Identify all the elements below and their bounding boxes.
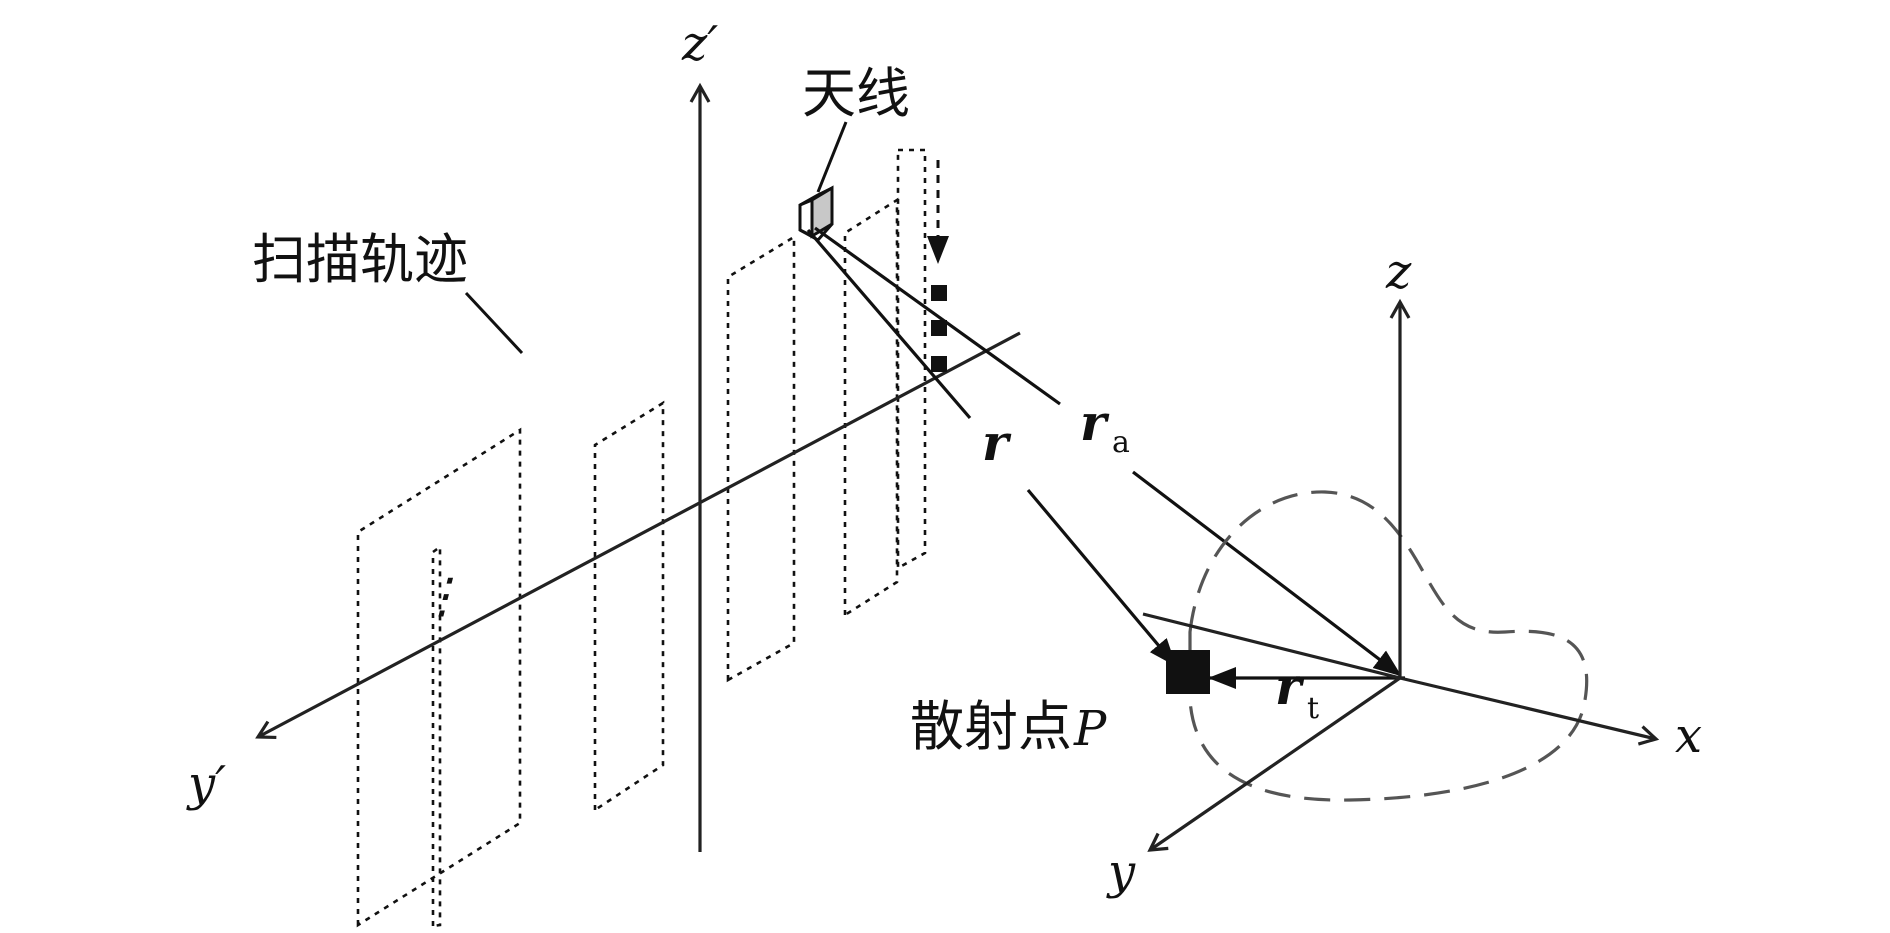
antenna-icon [798,185,834,242]
scan-track-panel-1 [356,427,522,928]
vector-ra-upper [814,226,1061,406]
vector-r-upper [806,228,972,420]
vector-rt-label: r [1275,657,1305,716]
scatter-point-label: 散射点 [910,695,1072,758]
scan-dot-2 [931,320,947,336]
z-prime-axis-label: z′ [681,16,718,72]
antenna-label: 天线 [802,62,910,125]
x-axis-label: x [1675,708,1702,764]
z-axis-label: z [1385,244,1412,300]
target-axes [1142,298,1660,852]
scan-track-label-leader [464,291,524,355]
y-axis-label: y [1106,844,1136,900]
vertical-ellipsis: ⋮ [418,568,466,624]
scan-track-panel-4 [843,197,899,618]
y-axis [1147,676,1401,852]
scan-track-panel-5 [431,544,442,928]
scan-track-panel-6 [896,148,927,571]
primed-axes [255,82,1021,852]
scan-trajectory [356,148,927,928]
target-object-outline [1188,490,1589,802]
scan-track-panel-2 [593,400,665,813]
vector-ra-label: r [1080,393,1110,452]
scan-track-label: 扫描轨迹 [252,228,468,291]
x-axis-segment-back [1142,612,1401,680]
vector-r-label: r [982,413,1012,472]
y-prime-axis [255,331,1021,740]
vector-r-lower [1026,488,1177,667]
antenna-label-leader [816,121,848,193]
y-prime-axis-label: y′ [186,756,226,812]
scan-direction-indicator [927,160,949,372]
vector-ra-subscript: a [1112,425,1130,460]
vector-ra-lower [1132,470,1402,677]
range-vectors [806,226,1405,689]
scatter-point-symbol: P [1073,701,1107,757]
x-axis [1399,676,1660,746]
scan-dot-1 [931,285,947,301]
scan-dot-3 [931,356,947,372]
scatter-point-marker [1166,650,1210,694]
scan-track-panel-3 [726,234,796,683]
vector-rt-subscript: t [1307,691,1319,726]
